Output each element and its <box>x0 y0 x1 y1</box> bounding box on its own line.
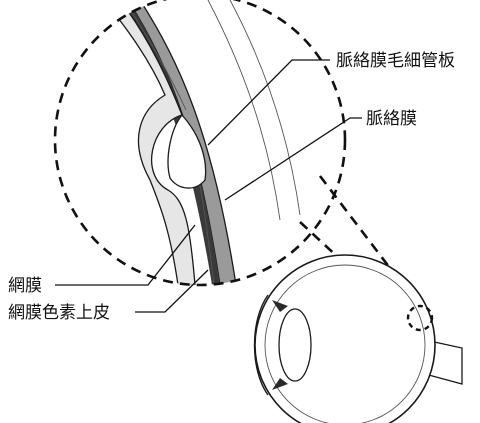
magnified-view <box>102 0 301 285</box>
sclera-inner-line <box>207 0 281 221</box>
label-choriocapillaris: 脈絡膜毛細管板 <box>336 51 455 71</box>
leader-rpe <box>135 269 209 313</box>
rpe-layer <box>120 0 220 285</box>
subretinal-blister <box>167 113 207 189</box>
lens <box>278 308 312 382</box>
leader-retina <box>55 224 196 286</box>
leader-choroid <box>224 117 362 201</box>
eye-zoom-marker <box>406 304 434 332</box>
iris-lower <box>272 378 288 390</box>
cornea <box>253 294 269 396</box>
iris-upper <box>272 300 288 312</box>
eyeball-inner <box>264 264 426 423</box>
label-choroid: 脈絡膜 <box>366 109 417 129</box>
sclera-outer-line <box>229 0 301 216</box>
zoom-circle-outline <box>53 0 347 287</box>
label-rpe: 網膜色素上皮 <box>8 303 110 323</box>
label-retina: 網膜 <box>8 276 42 296</box>
eyeball-overview <box>253 254 463 423</box>
leader-choriocapillaris <box>207 59 330 146</box>
